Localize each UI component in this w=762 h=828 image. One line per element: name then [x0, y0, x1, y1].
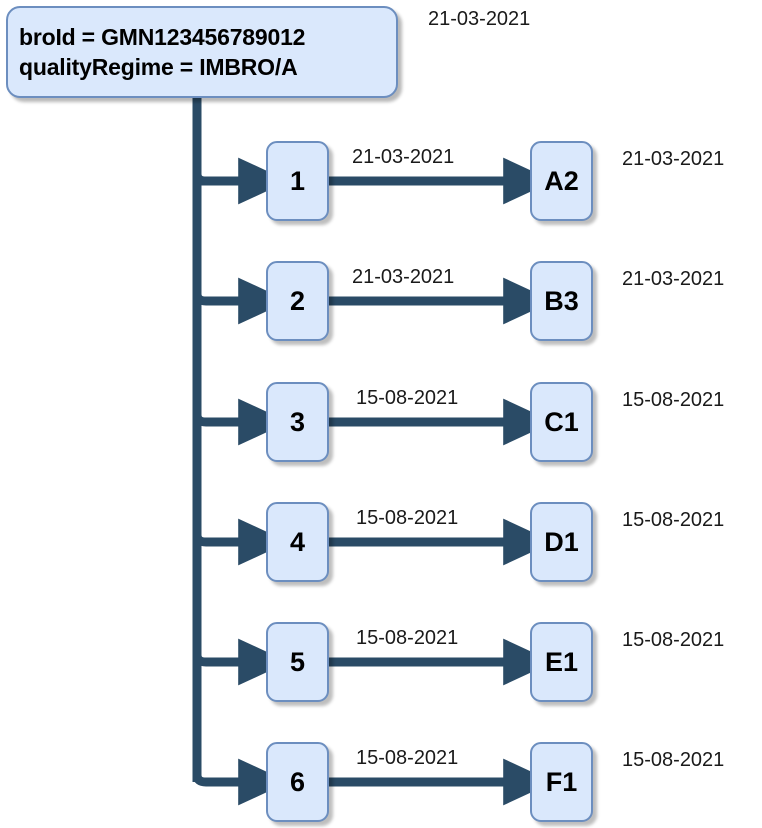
node-right-b3[interactable]: B3	[530, 261, 593, 341]
branch-elbow-6	[192, 761, 222, 787]
root-qualityregime-text: qualityRegime = IMBRO/A	[19, 54, 298, 80]
branch-elbow-1	[192, 160, 222, 186]
node-left-2[interactable]: 2	[266, 261, 329, 341]
edge-label-6: 15-08-2021	[356, 747, 459, 769]
side-label-3: 15-08-2021	[622, 389, 725, 411]
root-broid-text: broId = GMN123456789012	[19, 24, 306, 50]
root-node-gmn[interactable]: broId = GMN123456789012 qualityRegime = …	[6, 6, 398, 98]
node-right-d1[interactable]: D1	[530, 502, 593, 582]
node-left-6[interactable]: 6	[266, 742, 329, 822]
branch-elbow-2	[192, 280, 222, 306]
side-label-1: 21-03-2021	[622, 148, 725, 170]
node-left-4[interactable]: 4	[266, 502, 329, 582]
branch-elbow-4	[192, 521, 222, 547]
node-left-5[interactable]: 5	[266, 622, 329, 702]
edge-label-2: 21-03-2021	[352, 266, 455, 288]
edge-label-5: 15-08-2021	[356, 627, 459, 649]
branch-elbow-3	[192, 401, 222, 427]
side-label-4: 15-08-2021	[622, 509, 725, 531]
side-label-5: 15-08-2021	[622, 629, 725, 651]
edge-label-3: 15-08-2021	[356, 387, 459, 409]
node-left-3[interactable]: 3	[266, 382, 329, 462]
node-right-a2[interactable]: A2	[530, 141, 593, 221]
root-date-label: 21-03-2021	[428, 8, 531, 30]
node-right-f1[interactable]: F1	[530, 742, 593, 822]
node-left-1[interactable]: 1	[266, 141, 329, 221]
node-right-e1[interactable]: E1	[530, 622, 593, 702]
branch-elbow-5	[192, 641, 222, 667]
side-label-6: 15-08-2021	[622, 749, 725, 771]
side-label-2: 21-03-2021	[622, 268, 725, 290]
edge-label-1: 21-03-2021	[352, 146, 455, 168]
node-right-c1[interactable]: C1	[530, 382, 593, 462]
edge-label-4: 15-08-2021	[356, 507, 459, 529]
